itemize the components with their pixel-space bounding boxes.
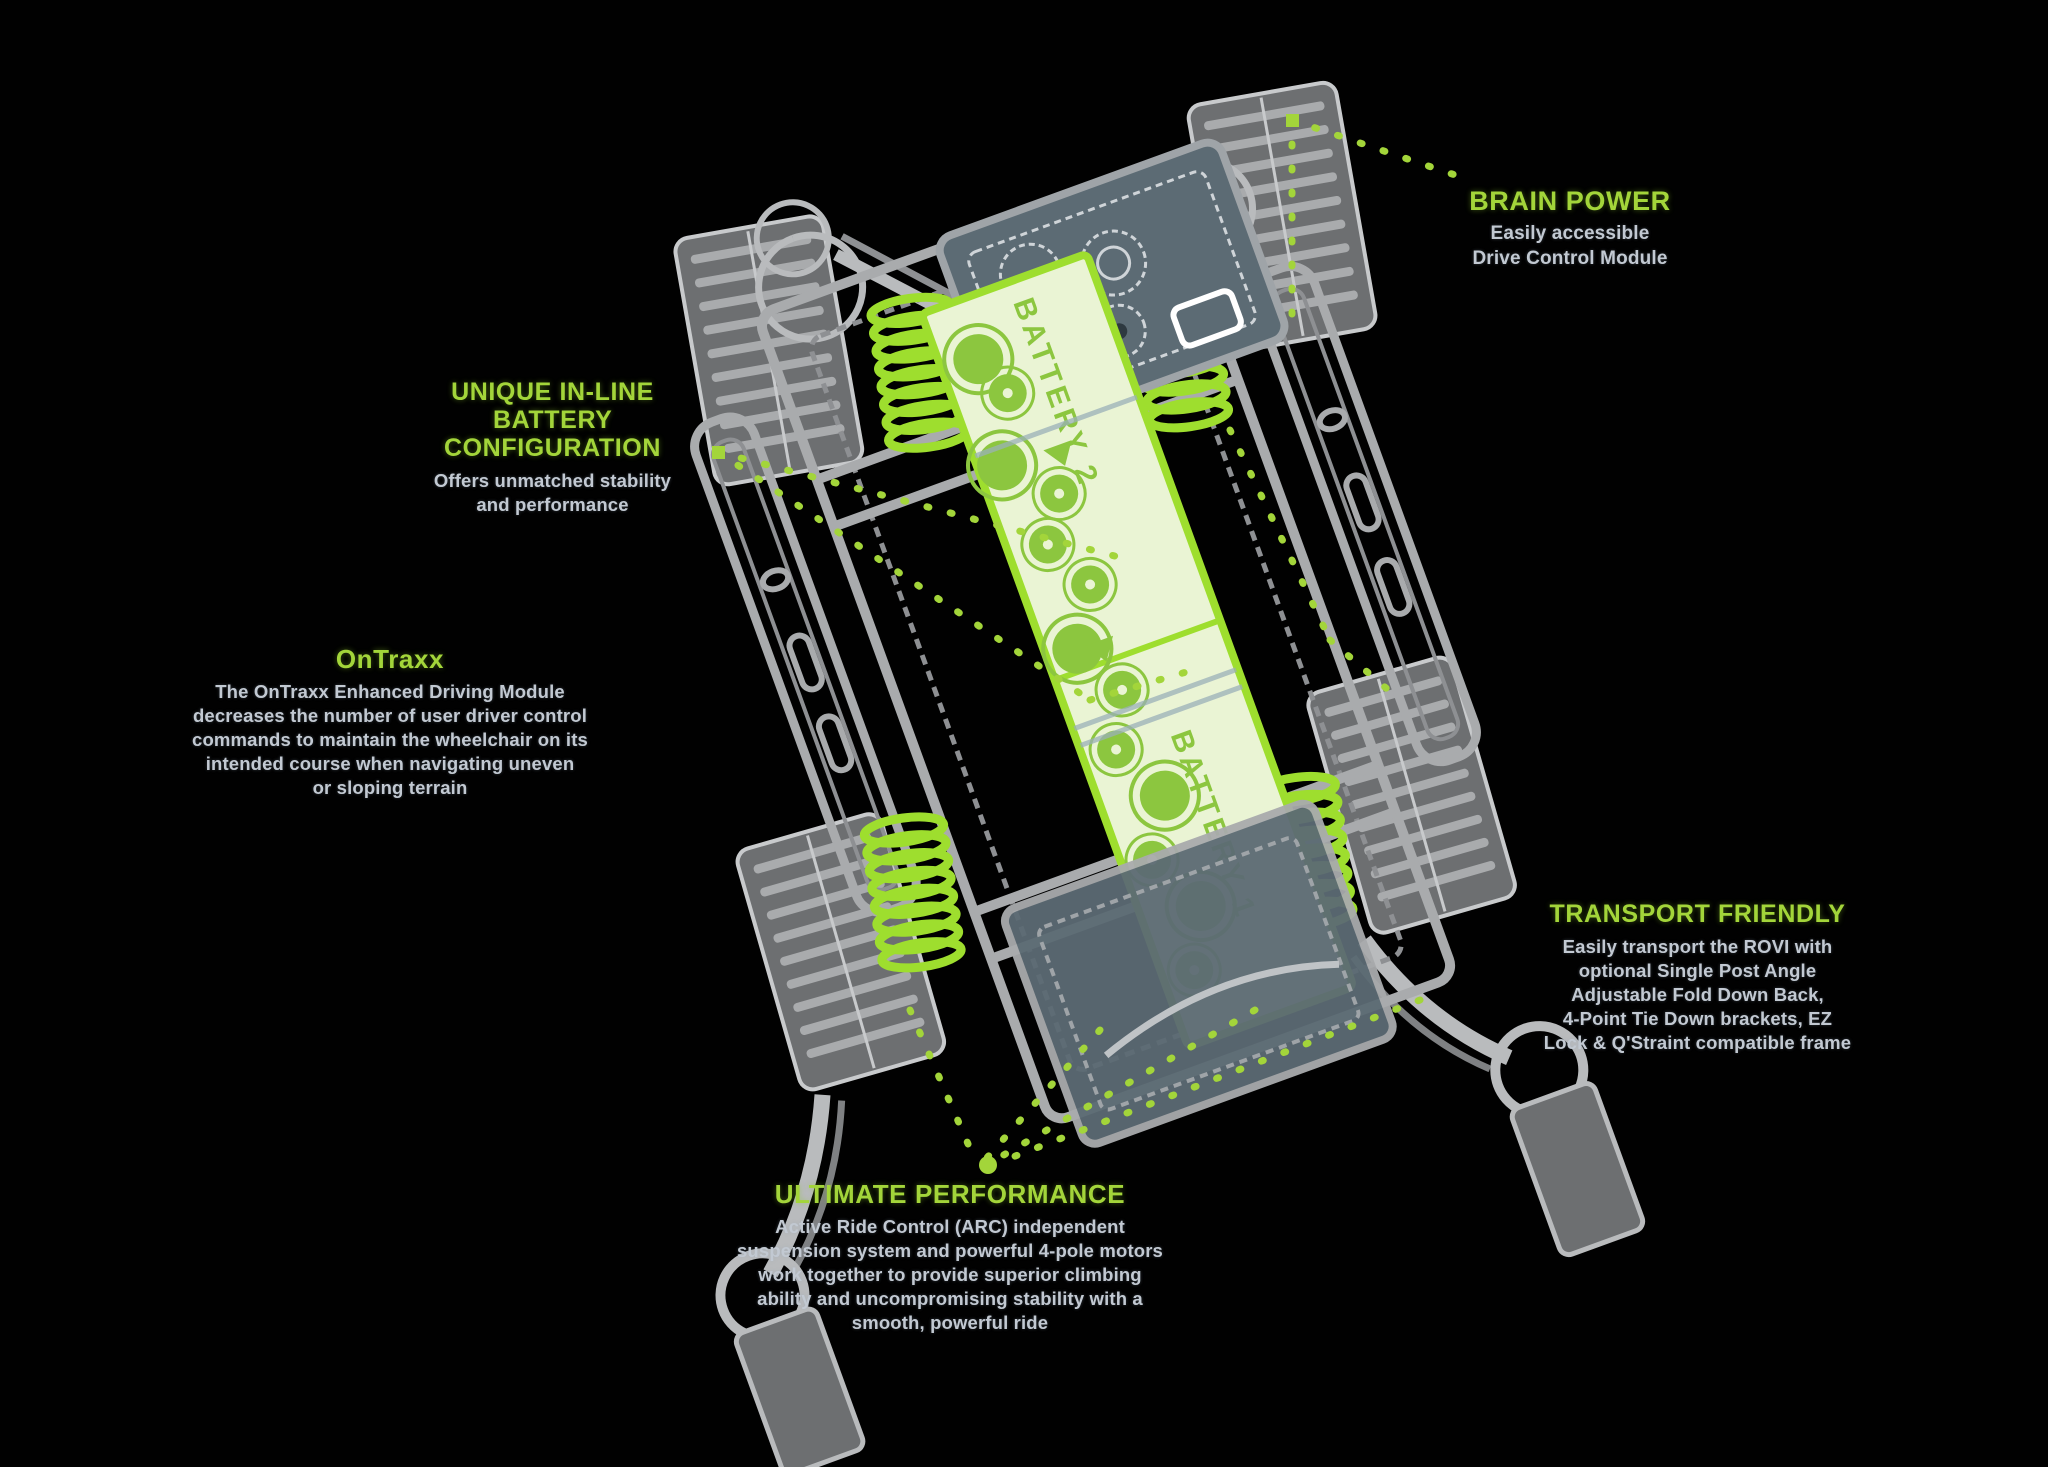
body-line: Active Ride Control (ARC) independent	[775, 1216, 1125, 1238]
callout-unique-battery-heading: UNIQUE IN-LINE BATTERY CONFIGURATION	[395, 378, 710, 462]
leader-ultimate-3	[991, 1006, 1259, 1164]
leader-ultimate-1	[906, 1006, 979, 1164]
heading-line: CONFIGURATION	[443, 434, 662, 462]
leader-origin-battery	[712, 446, 725, 459]
leader-battery-lower	[714, 448, 1094, 704]
callout-ultimate-performance-heading: ULTIMATE PERFORMANCE	[774, 1179, 1126, 1209]
leader-ultimate-4	[1001, 996, 1424, 1164]
callout-ontraxx-heading: OnTraxx	[335, 644, 445, 674]
front-left-wheel-assembly	[715, 808, 950, 1467]
leader-ontraxx	[1086, 664, 1204, 704]
body-line: The OnTraxx Enhanced Driving Module	[215, 681, 565, 703]
callout-brain-power-heading: BRAIN POWER	[1469, 186, 1671, 216]
leader-origin-brain	[1286, 114, 1299, 127]
callout-unique-battery: UNIQUE IN-LINE BATTERY CONFIGURATION Off…	[395, 378, 710, 517]
body-line: ability and uncompromising stability wit…	[757, 1288, 1143, 1310]
callout-transport-friendly: TRANSPORT FRIENDLY Easily transport the …	[1500, 900, 1895, 1055]
flow-arrow-upper	[1043, 440, 1072, 466]
body-line: smooth, powerful ride	[851, 1312, 1049, 1334]
callout-brain-power-body: Easily accessible Drive Control Module	[1400, 222, 1740, 271]
leader-transport-a	[1226, 426, 1334, 644]
body-line: work together to provide superior climbi…	[758, 1264, 1142, 1286]
body-line: Drive Control Module	[1472, 247, 1668, 269]
body-line: 4-Point Tie Down brackets, EZ	[1562, 1008, 1833, 1030]
leader-ultimate-2	[981, 1026, 1104, 1164]
heading-line: UNIQUE	[451, 378, 552, 406]
leader-battery-upper	[714, 448, 1134, 564]
body-line: Lock & Q'Straint compatible frame	[1543, 1032, 1852, 1054]
flow-arrow-lower	[1084, 635, 1114, 662]
callout-ultimate-performance: ULTIMATE PERFORMANCE Active Ride Control…	[700, 1179, 1200, 1335]
body-line: commands to maintain the wheelchair on i…	[192, 729, 588, 751]
body-line: and performance	[476, 494, 629, 516]
body-line: decreases the number of user driver cont…	[192, 705, 588, 727]
callout-ultimate-performance-body: Active Ride Control (ARC) independent su…	[700, 1215, 1200, 1335]
heading-line: IN-LINE BATTERY	[492, 378, 654, 434]
body-line: Easily transport the ROVI with	[1562, 936, 1833, 957]
body-line: Adjustable Fold Down Back,	[1571, 984, 1824, 1006]
body-line: suspension system and powerful 4-pole mo…	[736, 1240, 1163, 1262]
rail-detail-holes	[759, 407, 1413, 774]
body-line: Easily accessible	[1490, 223, 1650, 245]
callout-transport-friendly-body: Easily transport the ROVI with optional …	[1500, 935, 1895, 1055]
body-line: or sloping terrain	[312, 777, 468, 799]
callout-brain-power: BRAIN POWER Easily accessible Drive Cont…	[1400, 186, 1740, 272]
body-line: Offers unmatched stability	[433, 470, 672, 491]
body-line: intended course when navigating uneven	[205, 753, 575, 775]
callout-transport-friendly-heading: TRANSPORT FRIENDLY	[1549, 900, 1846, 928]
leader-lines	[714, 116, 1459, 1164]
leader-convergence-point	[979, 1156, 997, 1174]
leader-transport-b	[1326, 636, 1404, 704]
leader-brain-diagonal	[1288, 116, 1459, 179]
callout-ontraxx: OnTraxx The OnTraxx Enhanced Driving Mod…	[150, 644, 630, 800]
callout-unique-battery-body: Offers unmatched stability and performan…	[395, 469, 710, 517]
front-right-wheel-assembly	[1303, 652, 1646, 1258]
callout-ontraxx-body: The OnTraxx Enhanced Driving Module decr…	[150, 680, 630, 800]
motor-base-module	[1000, 799, 1397, 1148]
body-line: optional Single Post Angle	[1578, 960, 1817, 982]
